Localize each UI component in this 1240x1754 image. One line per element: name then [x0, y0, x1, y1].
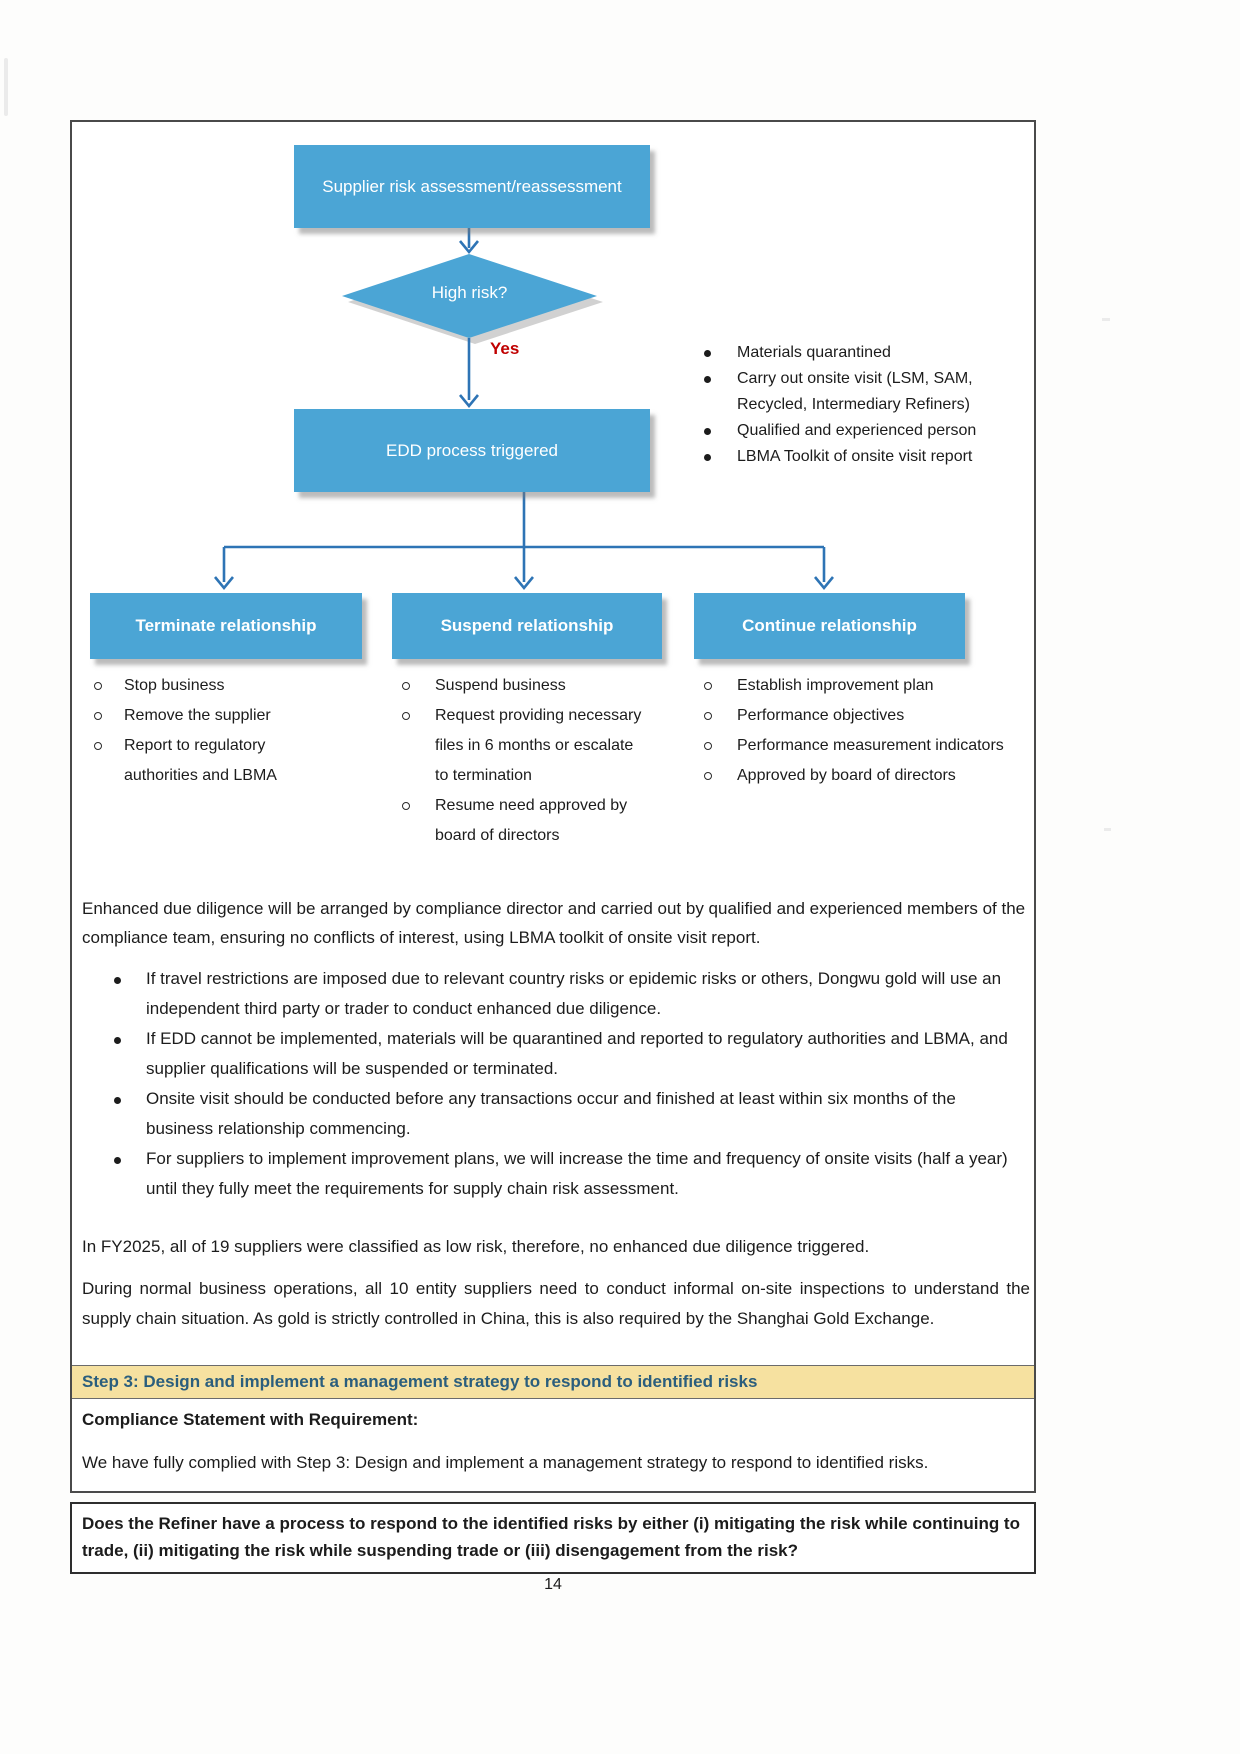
compliance-statement-label: Compliance Statement with Requirement: [82, 1410, 419, 1429]
list-item: Stop business [94, 671, 354, 701]
operations-paragraph: During normal business operations, all 1… [82, 1279, 1030, 1328]
circle-bullet-icon [704, 671, 737, 701]
flowchart-box-label: EDD process triggered [386, 440, 558, 460]
scan-artifact [4, 58, 8, 116]
requirement-question-text: Does the Refiner have a process to respo… [82, 1514, 1020, 1560]
flowchart-box-suspend: Suspend relationship [392, 593, 662, 659]
disc-bullet-icon [114, 1024, 146, 1084]
list-item: If EDD cannot be implemented, materials … [114, 1024, 1030, 1084]
scan-artifact [1104, 828, 1111, 831]
flowchart-box-label: Continue relationship [742, 616, 917, 635]
list-item: Performance objectives [704, 701, 1014, 731]
flowchart-box-label: Terminate relationship [135, 616, 317, 635]
decision-label: High risk? [431, 283, 508, 302]
list-item: Report to regulatory authorities and LBM… [94, 731, 354, 791]
list-item: Approved by board of directors [704, 761, 1014, 791]
continue-actions-list: Establish improvement plan Performance o… [704, 671, 1014, 791]
scan-artifact [1102, 318, 1110, 321]
list-item: Carry out onsite visit (LSM, SAM, Recycl… [704, 366, 1004, 418]
compliance-statement-text: We have fully complied with Step 3: Desi… [82, 1453, 929, 1472]
page-number: 14 [544, 1576, 562, 1593]
list-item: If travel restrictions are imposed due t… [114, 964, 1030, 1024]
flowchart-box-terminate: Terminate relationship [90, 593, 362, 659]
flowchart-box-supplier-risk: Supplier risk assessment/reassessment [294, 145, 650, 228]
disc-bullet-icon [704, 366, 737, 418]
circle-bullet-icon [94, 671, 124, 701]
flowchart-box-label: Supplier risk assessment/reassessment [322, 176, 622, 196]
decision-yes-label: Yes [490, 339, 520, 358]
intro-paragraph: Enhanced due diligence will be arranged … [82, 899, 1026, 947]
circle-bullet-icon [704, 731, 737, 761]
circle-bullet-icon [402, 701, 435, 791]
list-item: Qualified and experienced person [704, 418, 1004, 444]
flowchart-box-continue: Continue relationship [694, 593, 965, 659]
list-item: Materials quarantined [704, 340, 1004, 366]
list-item: Remove the supplier [94, 701, 354, 731]
circle-bullet-icon [94, 701, 124, 731]
list-item: Onsite visit should be conducted before … [114, 1084, 1030, 1144]
list-item: Request providing necessary files in 6 m… [402, 701, 662, 791]
terminate-actions-list: Stop business Remove the supplier Report… [94, 671, 354, 791]
edd-policy-list: If travel restrictions are imposed due t… [114, 964, 1030, 1204]
disc-bullet-icon [704, 444, 737, 470]
list-item: LBMA Toolkit of onsite visit report [704, 444, 1004, 470]
circle-bullet-icon [94, 731, 124, 791]
list-item: Suspend business [402, 671, 662, 701]
edd-requirements-list: Materials quarantined Carry out onsite v… [704, 340, 1004, 470]
circle-bullet-icon [704, 701, 737, 731]
list-item: Establish improvement plan [704, 671, 1014, 701]
content-frame: Supplier risk assessment/reassessment Hi… [70, 120, 1036, 1493]
flowchart-box-label: Suspend relationship [440, 616, 614, 635]
fy-note-paragraph: In FY2025, all of 19 suppliers were clas… [82, 1237, 870, 1256]
requirement-question-box: Does the Refiner have a process to respo… [70, 1502, 1036, 1574]
disc-bullet-icon [114, 964, 146, 1024]
circle-bullet-icon [402, 671, 435, 701]
flowchart-box-edd: EDD process triggered [294, 409, 650, 492]
disc-bullet-icon [704, 418, 737, 444]
disc-bullet-icon [704, 340, 737, 366]
step3-heading-bar: Step 3: Design and implement a managemen… [72, 1365, 1034, 1399]
suspend-actions-list: Suspend business Request providing neces… [402, 671, 662, 851]
disc-bullet-icon [114, 1144, 146, 1204]
list-item: Resume need approved by board of directo… [402, 791, 662, 851]
list-item: For suppliers to implement improvement p… [114, 1144, 1030, 1204]
circle-bullet-icon [402, 791, 435, 851]
disc-bullet-icon [114, 1084, 146, 1144]
list-item: Performance measurement indicators [704, 731, 1014, 761]
step3-heading: Step 3: Design and implement a managemen… [82, 1372, 758, 1391]
circle-bullet-icon [704, 761, 737, 791]
